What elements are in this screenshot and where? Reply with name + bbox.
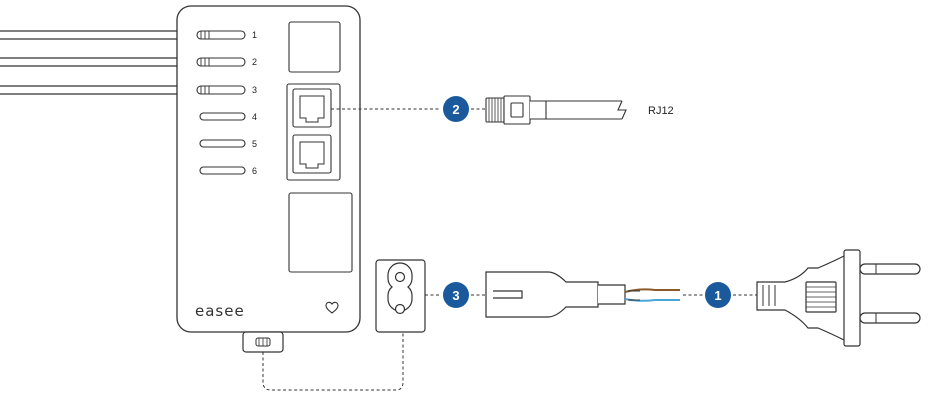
port-number-1: 1 xyxy=(252,30,257,40)
port-slot-6 xyxy=(199,166,246,175)
rj-jack-block xyxy=(286,83,341,181)
port-slot-5 xyxy=(199,139,246,148)
port-slot-3 xyxy=(196,85,246,95)
port-number-4: 4 xyxy=(252,112,257,122)
top-compartment xyxy=(288,21,341,73)
lower-compartment xyxy=(288,192,353,273)
wire-ends xyxy=(628,290,640,301)
port-number-6: 6 xyxy=(252,166,257,176)
badge-2: 2 xyxy=(443,96,469,122)
rj-jack-upper xyxy=(292,88,332,128)
incoming-cables xyxy=(0,30,198,95)
badge-3-label: 3 xyxy=(452,288,459,303)
badge-3: 3 xyxy=(443,282,469,308)
rj-jack-lower xyxy=(292,134,332,174)
gland-to-inlet-link xyxy=(262,332,404,391)
port-slot-2 xyxy=(196,57,246,67)
port-number-2: 2 xyxy=(252,57,257,67)
power-inlet-socket xyxy=(375,259,426,333)
c7-connector xyxy=(485,271,626,318)
badge-2-label: 2 xyxy=(452,102,459,117)
mains-plug xyxy=(756,249,921,347)
port-slot-4 xyxy=(199,112,246,121)
rj12-plug xyxy=(485,95,627,125)
charger-unit: 1 2 3 4 5 6 easee xyxy=(176,5,361,353)
brand-logo: easee xyxy=(195,302,245,320)
badge-1-label: 1 xyxy=(714,288,721,303)
port-number-3: 3 xyxy=(252,85,257,95)
badge-1: 1 xyxy=(705,282,731,308)
port-slot-1 xyxy=(196,30,246,40)
port-numbers: 1 2 3 4 5 6 xyxy=(252,30,257,176)
heart-icon xyxy=(325,301,339,314)
rj12-label: RJ12 xyxy=(648,105,674,117)
port-number-5: 5 xyxy=(252,139,257,149)
